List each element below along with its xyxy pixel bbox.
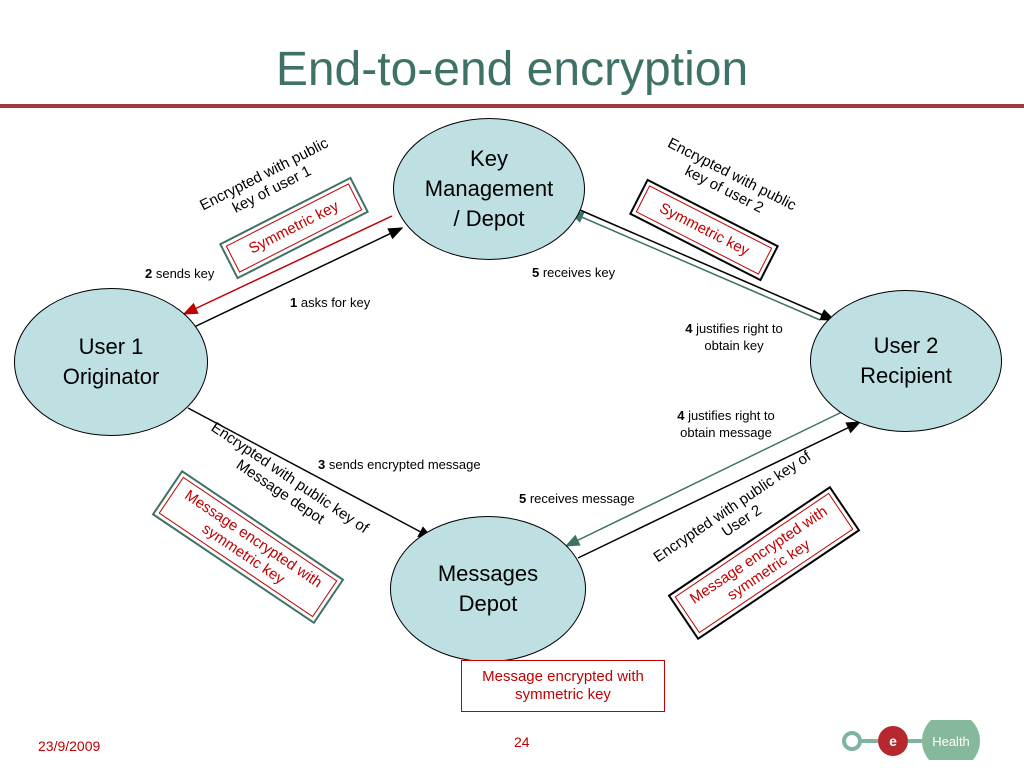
- step-4-key-label: 4 justifies right to obtain key: [685, 321, 783, 353]
- messages-depot-node: Messages Depot: [390, 516, 586, 662]
- step-1-label: 1 asks for key: [290, 295, 371, 310]
- step-2-label: 2 sends key: [145, 266, 215, 281]
- arrow-5-receives-message: [577, 421, 862, 559]
- step-5-message-label: 5 receives message: [519, 491, 635, 506]
- step-4-message-label: 4 justifies right to obtain message: [677, 408, 775, 440]
- footer-date: 23/9/2009: [38, 738, 101, 754]
- ehealth-logo: e Health: [842, 712, 982, 768]
- user2-recipient-node: User 2 Recipient: [810, 290, 1002, 432]
- title-rule: [0, 104, 1024, 108]
- ehealth-logo-word: Health: [932, 734, 970, 749]
- arrow-2-sends-key: [182, 215, 393, 315]
- arrow-1-asks-key: [191, 227, 404, 329]
- arrow-5-receives-key: [579, 209, 836, 321]
- user1-originator-node: User 1 Originator: [14, 288, 208, 436]
- key-management-depot-node: Key Management / Depot: [393, 118, 585, 260]
- encrypted-message-box-depot: Message encrypted with symmetric key: [461, 660, 665, 712]
- arrow-3-sends-message: [187, 407, 434, 539]
- ehealth-logo-graphic: e Health: [842, 712, 980, 768]
- page-title: End-to-end encryption: [275, 43, 749, 96]
- arrow-4-justifies-message: [564, 409, 847, 547]
- step-5-key-label: 5 receives key: [532, 265, 616, 280]
- step-3-label: 3 sends encrypted message: [318, 457, 481, 472]
- arrow-4-justifies-key: [568, 211, 821, 321]
- page-number: 24: [514, 734, 530, 750]
- ehealth-logo-letter: e: [889, 733, 897, 749]
